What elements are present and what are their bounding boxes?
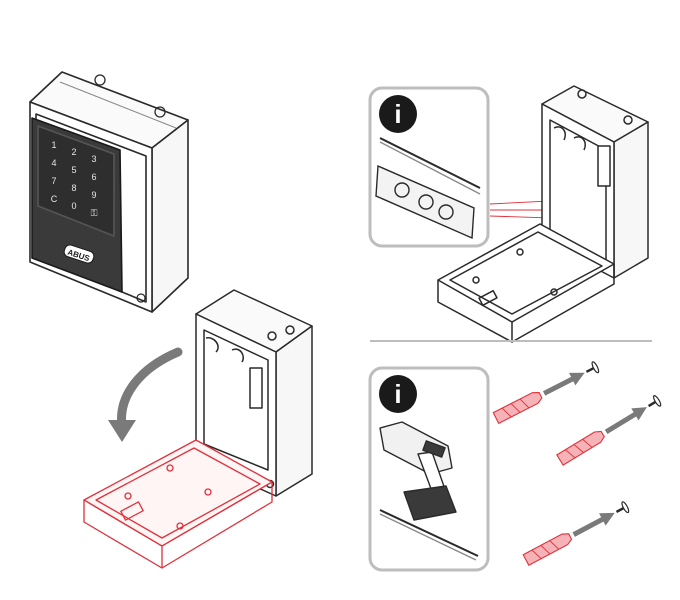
info-panel-drill: i — [370, 368, 488, 570]
keypad-key: 0 — [71, 201, 76, 211]
keypad-key: C — [51, 194, 58, 204]
keypad-key: 9 — [91, 190, 96, 200]
svg-text:i: i — [394, 379, 401, 409]
keypad-key: 8 — [71, 183, 76, 193]
keypad-key: ⚿ — [91, 208, 98, 218]
keypad-key: 7 — [51, 176, 56, 186]
keypad-key: 4 — [51, 158, 56, 168]
wall-anchors — [493, 360, 663, 566]
info-icon: i — [379, 95, 417, 133]
anchor-screw — [523, 500, 631, 566]
info-panel-level: i — [370, 88, 488, 246]
anchor-screw — [556, 394, 662, 466]
closed-key-box — [30, 72, 188, 312]
svg-text:i: i — [394, 99, 401, 129]
keypad-key: 3 — [91, 154, 96, 164]
keypad-key: 5 — [71, 165, 76, 175]
keypad-key: 6 — [91, 172, 96, 182]
keypad-key: 2 — [71, 147, 76, 157]
info-icon: i — [379, 375, 417, 413]
keypad-key: 1 — [51, 140, 56, 150]
open-door-arrow — [108, 352, 178, 442]
anchor-screw — [493, 360, 600, 424]
